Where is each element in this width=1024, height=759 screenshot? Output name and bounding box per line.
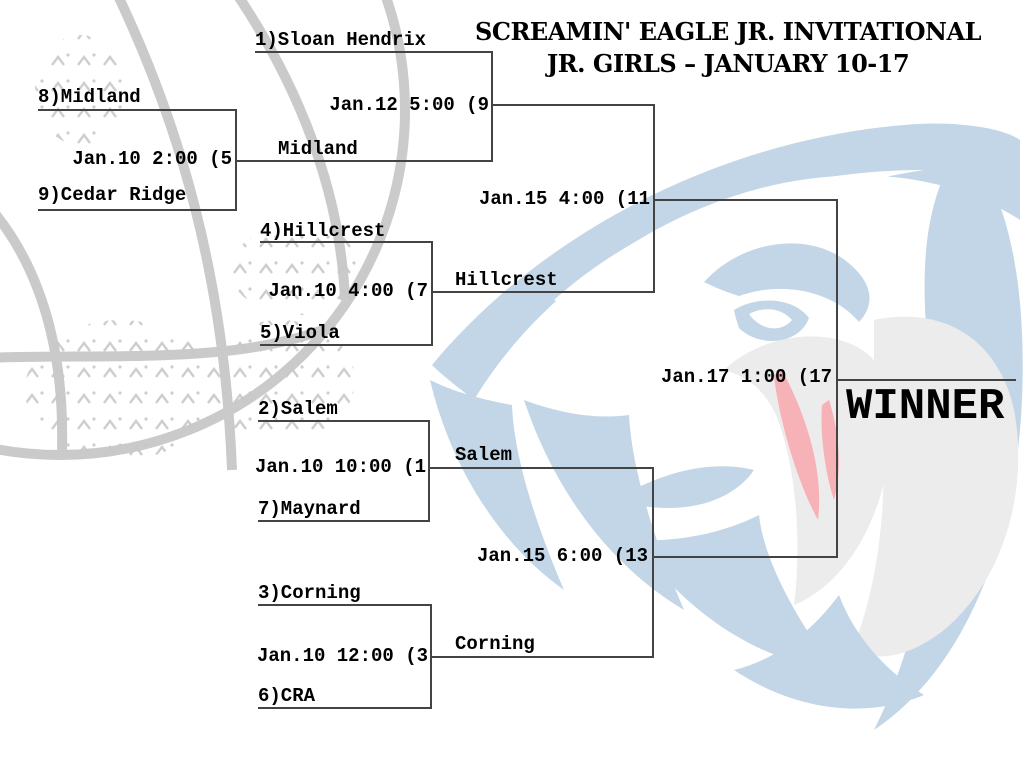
event-title-line1: SCREAMIN' EAGLE JR. INVITATIONAL — [475, 17, 981, 46]
game3-advancer: Corning — [455, 633, 535, 655]
game11-output-line — [653, 199, 837, 201]
seed-4-team: 4)Hillcrest — [260, 220, 386, 242]
game9-vertical — [491, 51, 493, 162]
winner-line — [836, 379, 1016, 381]
winner-label: WINNER — [846, 382, 1005, 432]
seed-2-team: 2)Salem — [258, 398, 338, 420]
game1-top-line — [258, 420, 430, 422]
game13-time: Jan.15 6:00 (13 — [476, 545, 648, 567]
seed-7-team: 7)Maynard — [258, 498, 361, 520]
game7-output-line — [431, 291, 655, 293]
game7-bottom-line — [260, 344, 433, 346]
event-title: SCREAMIN' EAGLE JR. INVITATIONAL JR. GIR… — [434, 16, 1022, 80]
game9-top-line — [255, 51, 493, 53]
game3-output-line — [430, 656, 654, 658]
game13-output-line — [652, 556, 837, 558]
seed-9-team: 9)Cedar Ridge — [38, 184, 187, 206]
game17-time: Jan.17 1:00 (17 — [660, 366, 832, 388]
game5-output-line — [235, 160, 493, 162]
game5-advancer: Midland — [278, 138, 358, 160]
seed-3-team: 3)Corning — [258, 582, 361, 604]
game1-output-line — [428, 467, 654, 469]
game5-bottom-line — [38, 209, 237, 211]
game5-top-line — [38, 109, 237, 111]
game3-bottom-line — [258, 707, 432, 709]
game5-time: Jan.10 2:00 (5 — [72, 148, 232, 170]
game9-output-line — [491, 104, 655, 106]
game1-time: Jan.10 10:00 (1 — [254, 456, 426, 478]
game7-time: Jan.10 4:00 (7 — [268, 280, 428, 302]
seed-1-team: 1)Sloan Hendrix — [255, 29, 427, 51]
event-title-line2: JR. GIRLS – JANUARY 10-17 — [546, 49, 910, 78]
game1-advancer: Salem — [455, 444, 513, 466]
game3-top-line — [258, 604, 432, 606]
game13-vertical — [652, 467, 654, 658]
game1-vertical — [428, 420, 430, 522]
game1-bottom-line — [258, 520, 430, 522]
game7-top-line — [260, 241, 433, 243]
final-vertical — [836, 199, 838, 558]
basketball-watermark-icon — [0, 0, 410, 471]
game9-time: Jan.12 5:00 (9 — [329, 94, 489, 116]
game7-vertical — [431, 241, 433, 346]
game3-time: Jan.10 12:00 (3 — [256, 645, 428, 667]
seed-6-team: 6)CRA — [258, 685, 316, 707]
seed-8-team: 8)Midland — [38, 86, 141, 108]
game11-vertical — [653, 104, 655, 293]
seed-5-team: 5)Viola — [260, 322, 340, 344]
game11-time: Jan.15 4:00 (11 — [478, 188, 650, 210]
game7-advancer: Hillcrest — [455, 269, 558, 291]
